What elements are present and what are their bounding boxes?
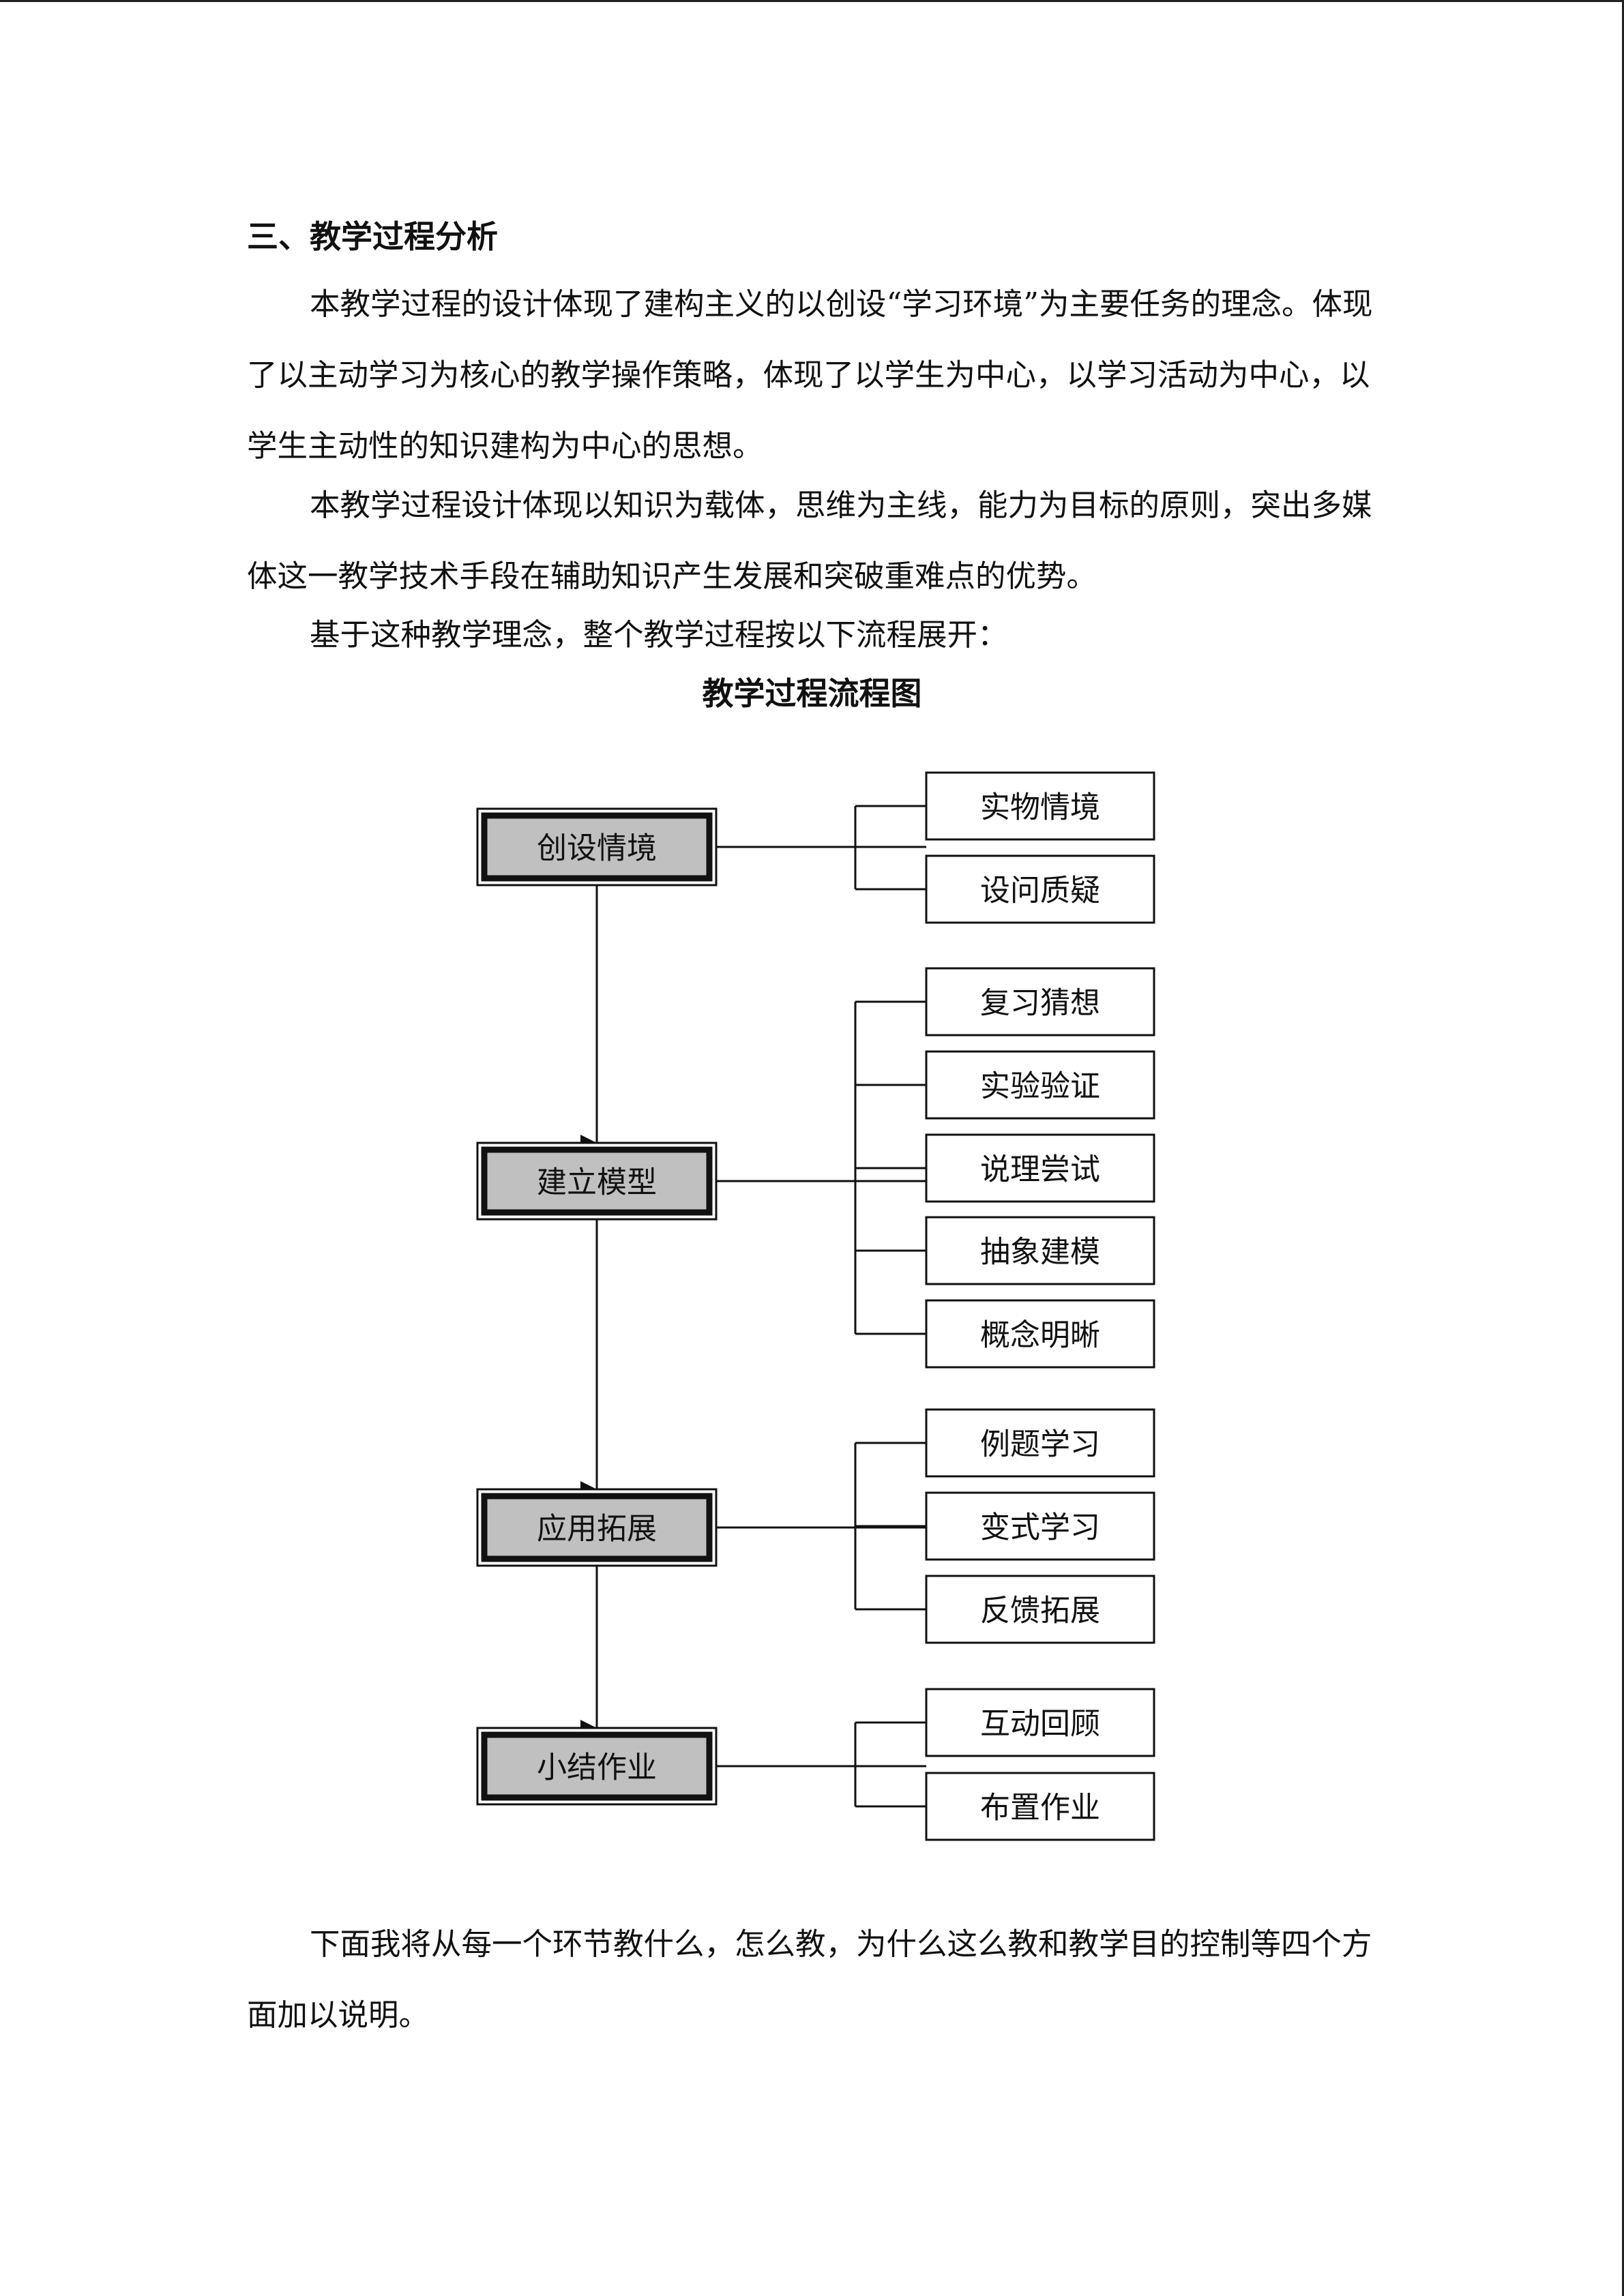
- step-label: 布置作业: [980, 1791, 1100, 1825]
- flowchart-title: 教学过程流程图: [702, 675, 922, 712]
- step-label: 说理尝试: [980, 1152, 1100, 1187]
- section-heading: 三、教学过程分析: [247, 218, 498, 255]
- paragraph-1: 本教学过程的设计体现了建构主义的以创设“学习环境”为主要任务的理念。体现了以主动…: [247, 287, 1373, 464]
- step-label: 抽象建模: [980, 1235, 1100, 1270]
- step-box: [925, 967, 1155, 1037]
- step-label: 互动回顾: [980, 1707, 1100, 1742]
- step-label: 反馈拓展: [980, 1594, 1100, 1628]
- stage-label: 创设情境: [537, 831, 657, 866]
- step-box: [925, 1133, 1155, 1203]
- step-box: [925, 1491, 1155, 1561]
- step-box: [925, 1688, 1155, 1757]
- step-label: 概念明晰: [980, 1318, 1100, 1353]
- step-box: [925, 1299, 1155, 1369]
- step-label: 变式学习: [980, 1510, 1100, 1545]
- step-label: 实物情境: [980, 790, 1100, 825]
- step-box: [925, 1408, 1155, 1478]
- step-label: 设问质疑: [980, 874, 1100, 908]
- stage-box: [481, 1493, 713, 1562]
- step-box: [925, 1772, 1155, 1841]
- stage-label: 建立模型: [537, 1165, 657, 1200]
- stage-label: 应用拓展: [537, 1512, 657, 1547]
- step-box: [925, 1216, 1155, 1285]
- step-box: [925, 1575, 1155, 1644]
- step-label: 复习猜想: [980, 986, 1100, 1021]
- stage-box: [481, 812, 713, 882]
- step-label: 实验验证: [980, 1069, 1100, 1104]
- stage-label: 小结作业: [537, 1750, 657, 1785]
- paragraph-4: 下面我将从每一个环节教什么，怎么教，为什么这么教和教学目的控制等四个方面加以说明…: [247, 1927, 1372, 2033]
- step-box: [925, 854, 1155, 924]
- stage-box: [481, 1146, 713, 1216]
- page-top-border: [0, 0, 1624, 2]
- step-box: [925, 771, 1155, 841]
- paragraph-2: 本教学过程设计体现以知识为载体，思维为主线，能力为目标的原则，突出多媒体这一教学…: [247, 488, 1372, 594]
- stage-box: [481, 1731, 713, 1801]
- paragraph-3: 基于这种教学理念，整个教学过程按以下流程展开：: [310, 618, 1008, 653]
- page-right-border: [1622, 0, 1624, 2296]
- step-box: [925, 1050, 1155, 1120]
- step-label: 例题学习: [980, 1427, 1100, 1462]
